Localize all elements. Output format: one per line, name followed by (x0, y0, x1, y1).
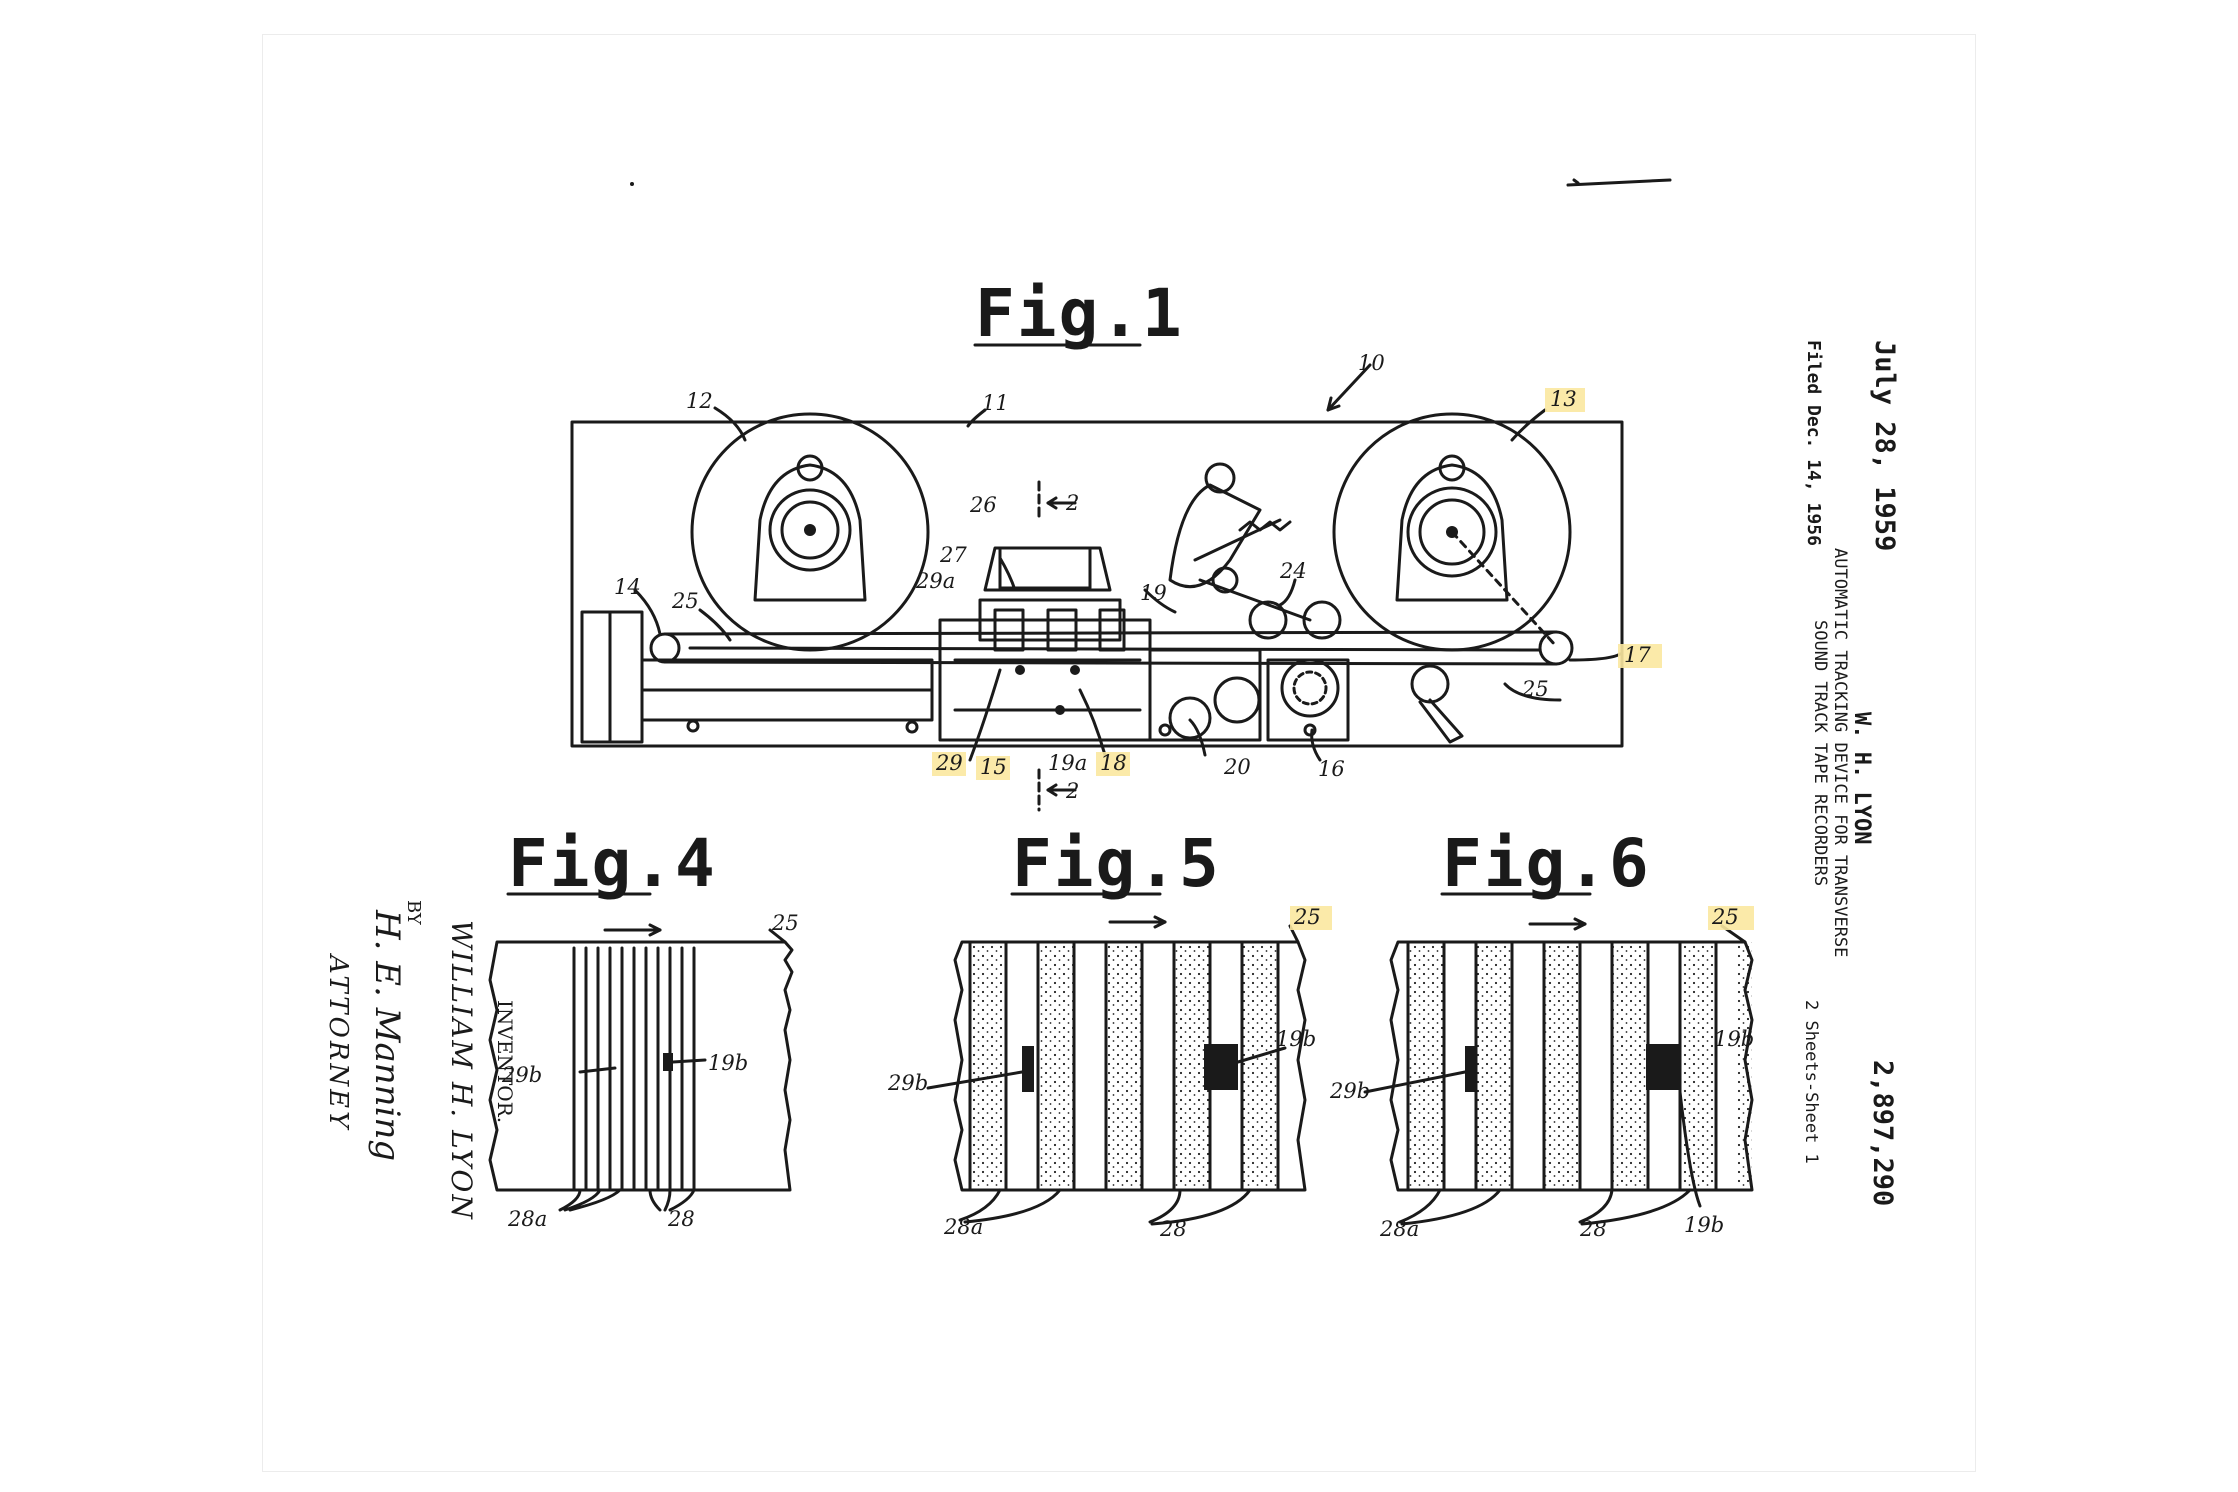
fig4-label-28: 28 (667, 1207, 695, 1231)
highlight-15 (976, 756, 1010, 780)
mount-screws (686, 719, 1317, 737)
issue-date: July 28, 1959 (1869, 340, 1900, 551)
highlight-13 (1545, 388, 1585, 412)
fig5-label-19b: 19b (1276, 1027, 1316, 1051)
label-27: 27 (939, 543, 967, 567)
inventor-short: W. H. LYON (1849, 712, 1874, 844)
label-25-left: 25 (671, 589, 699, 613)
fig1-title: Fig.1 (973, 275, 1184, 352)
fig4-label-19b: 19b (708, 1051, 748, 1075)
label-20: 20 (1223, 755, 1251, 779)
fig6-labels: 25 29b 19b 28a 28 19b (1329, 905, 1754, 1241)
svg-text:Fig.1: Fig.1 (975, 275, 1184, 352)
label-10: 10 (1358, 351, 1385, 375)
fig6-label-19b: 19b (1714, 1027, 1754, 1051)
fig1-labels: 10 11 12 13 14 15 16 17 18 19 19a 20 24 … (614, 351, 1651, 803)
patent-number: 2,897,290 (1867, 1060, 1898, 1206)
fig4-label-28a: 28a (507, 1207, 547, 1231)
by-text: BY (403, 900, 424, 926)
fig6-label-29b: 29b (1329, 1079, 1370, 1103)
highlight-fig5-25 (1290, 906, 1332, 930)
label-25-right: 25 (1521, 677, 1549, 701)
filed-date: Filed Dec. 14, 1956 (1803, 340, 1824, 546)
fig6-title: Fig.6 (1440, 825, 1651, 902)
fig1-leaders (633, 363, 1622, 762)
capstan-area (1148, 648, 1464, 744)
fig6-label-25: 25 (1711, 905, 1739, 929)
fig6-label-28: 28 (1579, 1217, 1607, 1241)
highlight-fig6-25 (1708, 906, 1754, 930)
left-reel (690, 412, 930, 652)
fig5-label-29b: 29b (887, 1071, 928, 1095)
stray-marks (630, 178, 1672, 187)
fig5-label-25: 25 (1293, 905, 1321, 929)
fig1-recorder (570, 363, 1624, 812)
svg-text:Fig.5: Fig.5 (1012, 825, 1221, 902)
fig5-labels: 25 29b 19b 28a 28 (887, 905, 1321, 1241)
label-section-bottom: 2 (1065, 779, 1079, 803)
patent-header: July 28, 1959 2,897,290 W. H. LYON AUTOM… (1801, 340, 1900, 1206)
fig5-tape (926, 915, 1307, 1226)
fig4-label-25: 25 (771, 911, 799, 935)
label-13: 13 (1550, 387, 1577, 411)
highlight-17 (1618, 644, 1662, 668)
inventor-name: WILLIAM H. LYON (445, 920, 478, 1221)
svg-text:Fig.6: Fig.6 (1442, 825, 1651, 902)
label-17: 17 (1624, 643, 1651, 667)
label-14: 14 (614, 575, 641, 599)
attorney-role: ATTORNEY (323, 953, 353, 1131)
label-18: 18 (1100, 751, 1127, 775)
fig4-labels: 25 29b 19b 28a 28 (501, 911, 799, 1231)
fig5-title: Fig.5 (1010, 825, 1221, 902)
pinch-lever (1168, 462, 1342, 640)
label-12: 12 (686, 389, 713, 413)
svg-text:Fig.4: Fig.4 (508, 825, 717, 902)
fig5-label-28a: 28a (943, 1215, 983, 1239)
label-29: 29 (935, 751, 963, 775)
attorney-signature: H. E. Manning (367, 909, 407, 1161)
head-assembly (938, 546, 1152, 742)
fig6-label-19b-bottom: 19b (1684, 1213, 1724, 1237)
title-line-1: AUTOMATIC TRACKING DEVICE FOR TRANSVERSE (1830, 548, 1850, 957)
inventor-tag: INVENTOR. (493, 1000, 517, 1123)
sheet-count: 2 Sheets-Sheet 1 (1801, 1000, 1821, 1164)
left-guide-block (580, 610, 934, 744)
label-19a: 19a (1048, 751, 1087, 775)
label-15: 15 (980, 755, 1007, 779)
fig4-label-29b: 29b (501, 1063, 542, 1087)
section-line-2-2 (1037, 480, 1077, 812)
highlight-18 (1096, 752, 1130, 776)
label-11: 11 (982, 391, 1009, 415)
label-19: 19 (1140, 581, 1167, 605)
label-section-top: 2 (1065, 491, 1079, 515)
right-reel (1332, 412, 1572, 652)
signature-block: INVENTOR. WILLIAM H. LYON BY H. E. Manni… (323, 900, 517, 1221)
highlight-29 (932, 752, 966, 776)
fig4-tape (488, 923, 794, 1212)
fig5-label-28: 28 (1159, 1217, 1187, 1241)
label-16: 16 (1318, 757, 1345, 781)
fig4-title: Fig.4 (506, 825, 717, 902)
title-line-2: SOUND TRACK TAPE RECORDERS (1810, 620, 1830, 886)
label-26: 26 (969, 493, 997, 517)
label-29a: 29a (915, 569, 955, 593)
fig6-tape (1363, 917, 1754, 1226)
label-24: 24 (1279, 559, 1307, 583)
fig6-label-28a: 28a (1379, 1217, 1419, 1241)
